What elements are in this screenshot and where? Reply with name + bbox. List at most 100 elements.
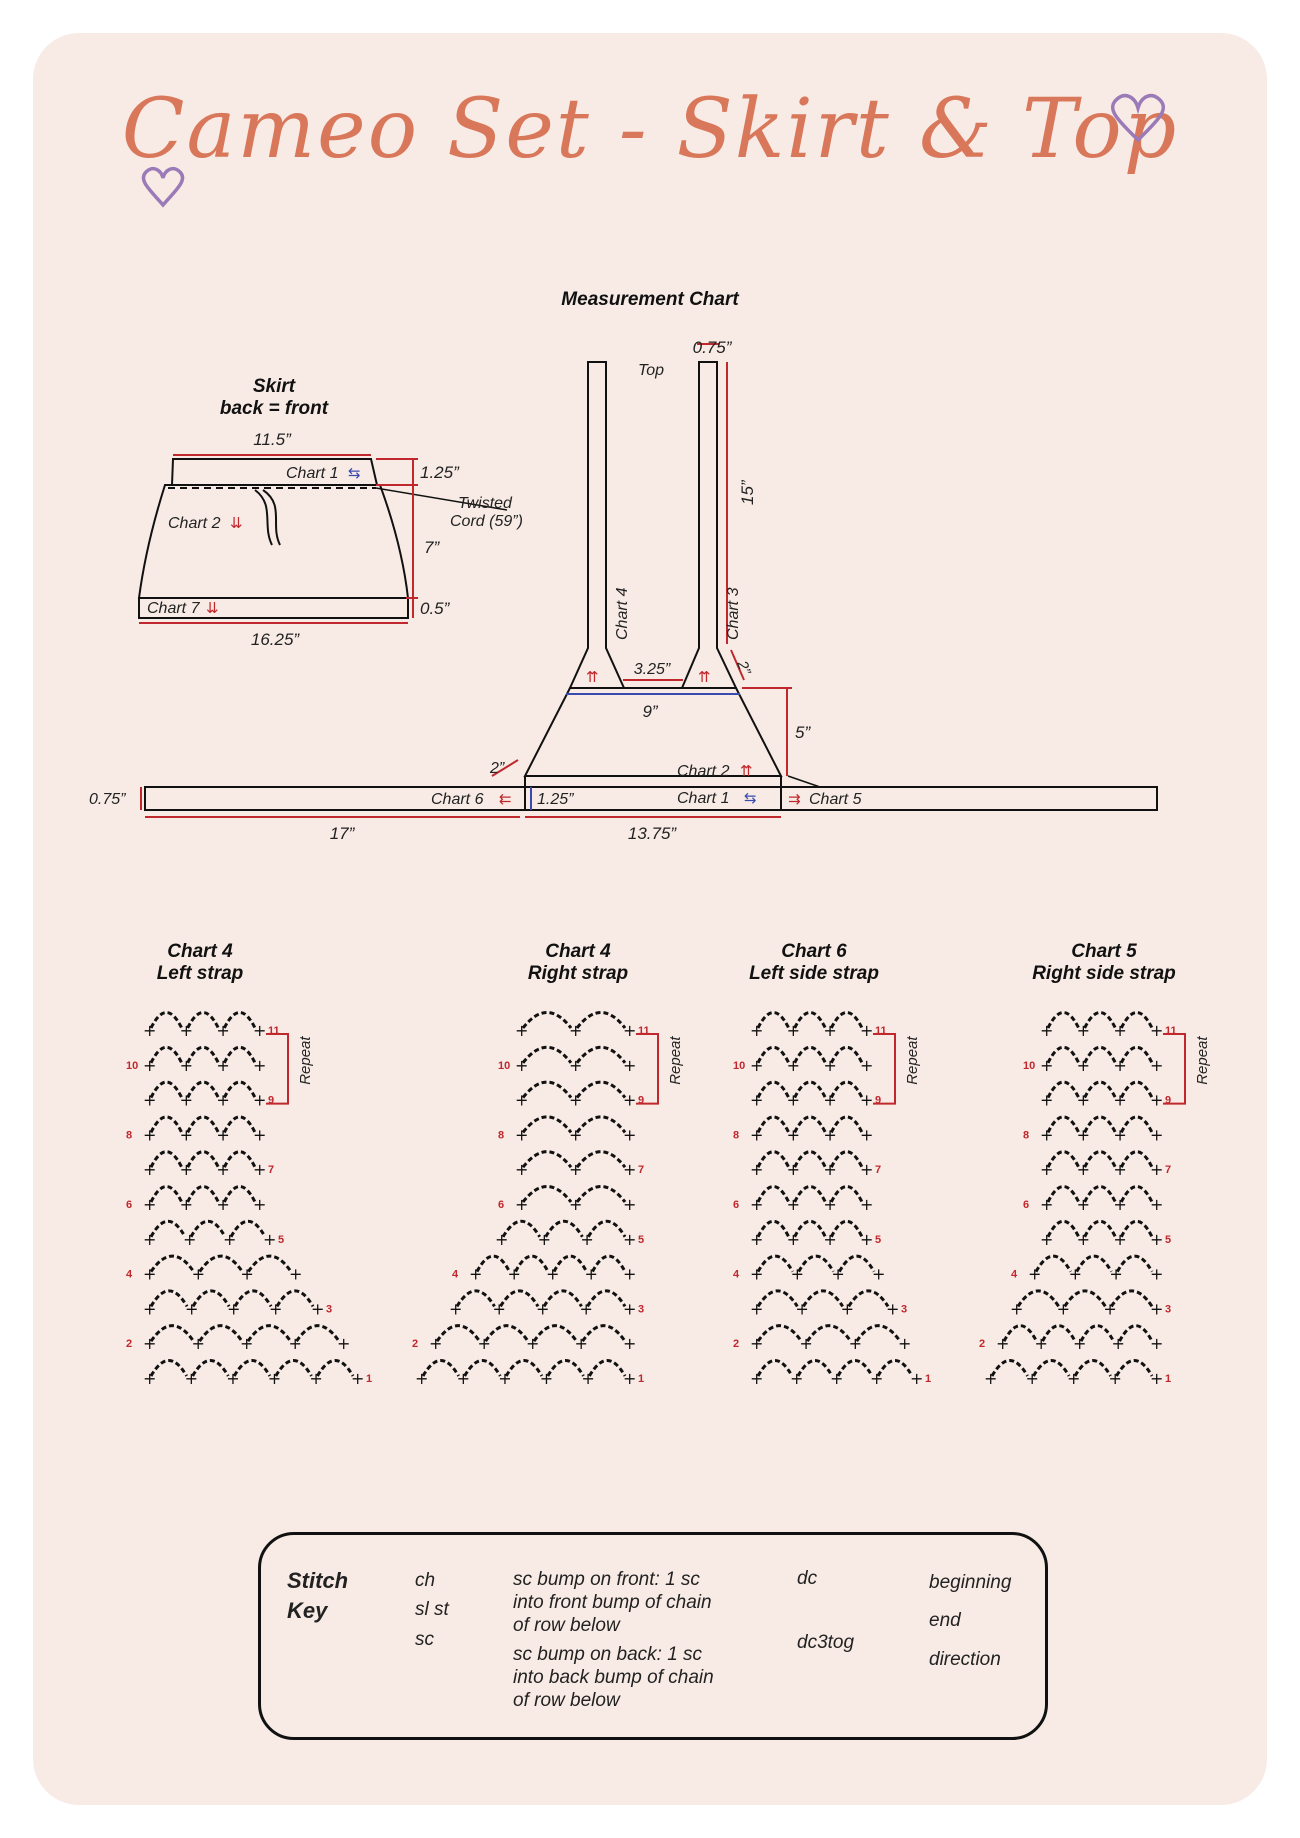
chain-arc xyxy=(575,1080,627,1099)
chain-arc xyxy=(793,1011,827,1029)
row-number: 5 xyxy=(278,1234,284,1246)
measurement-heading: Measurement Chart xyxy=(561,289,739,310)
row-number: 11 xyxy=(268,1025,280,1037)
sc-stitch: + xyxy=(569,1195,582,1214)
chain-arc xyxy=(990,1359,1029,1377)
sc-stitch: + xyxy=(1109,1265,1122,1284)
sc-stitch: + xyxy=(870,1369,883,1388)
chain-arc xyxy=(1119,1080,1154,1099)
sc-stitch: + xyxy=(575,1334,588,1353)
sc-stitch: + xyxy=(1077,1195,1090,1214)
chain-arc xyxy=(222,1150,257,1168)
chart-c-subtitle: Left side strap xyxy=(749,963,879,984)
row-number: 11 xyxy=(1165,1025,1177,1037)
row-number: 1 xyxy=(1165,1373,1171,1385)
sc-stitch: + xyxy=(860,1160,873,1179)
sc-stitch: + xyxy=(791,1265,804,1284)
repeat-label: Repeat xyxy=(1194,1036,1211,1085)
key-back-line1: sc bump on back: 1 sc xyxy=(513,1644,703,1665)
row-number: 2 xyxy=(733,1338,739,1350)
stitch-key: Stitch Key ch sl st sc sc bump on front:… xyxy=(258,1532,1048,1740)
chain-arc xyxy=(1046,1185,1081,1203)
right-arrow-icon: ⇉ xyxy=(788,791,801,808)
top-chart3: Chart 3 xyxy=(725,587,742,640)
sc-stitch: + xyxy=(1040,1021,1053,1040)
skirt-title: Skirt xyxy=(253,376,296,397)
chain-arc xyxy=(1046,1045,1081,1064)
row-number: 8 xyxy=(126,1129,132,1141)
sc-stitch: + xyxy=(787,1056,800,1075)
chain-arc xyxy=(274,1359,313,1377)
sc-stitch: + xyxy=(1150,1125,1163,1144)
row-number: 9 xyxy=(268,1095,274,1107)
top-chart4: Chart 4 xyxy=(614,587,631,640)
chain-arc xyxy=(275,1289,315,1308)
chain-arc xyxy=(232,1359,272,1377)
row-number: 5 xyxy=(638,1234,644,1246)
chart-a-subtitle: Left strap xyxy=(157,963,244,984)
sc-stitch: + xyxy=(823,1091,836,1110)
chain-arc xyxy=(756,1150,791,1168)
strap-length: 15” xyxy=(738,479,757,505)
sc-stitch: + xyxy=(623,1369,636,1388)
row-number: 2 xyxy=(979,1338,985,1350)
row-number: 10 xyxy=(126,1060,138,1072)
sc-stitch: + xyxy=(886,1299,899,1318)
sc-stitch: + xyxy=(860,1195,873,1214)
chain-arc xyxy=(455,1289,496,1308)
chain-arc xyxy=(521,1185,573,1203)
repeat-label: Repeat xyxy=(667,1036,684,1085)
sc-stitch: + xyxy=(143,1021,156,1040)
sc-stitch: + xyxy=(841,1299,854,1318)
sc-stitch: + xyxy=(1077,1160,1090,1179)
chain-arc xyxy=(855,1324,902,1343)
sc-stitch: + xyxy=(289,1265,302,1284)
top-left-length: 17” xyxy=(330,824,356,843)
chart-b-title: Chart 4 xyxy=(545,941,611,962)
sc-stitch: + xyxy=(823,1021,836,1040)
row-number: 10 xyxy=(733,1060,745,1072)
row-number: 3 xyxy=(638,1303,644,1315)
chain-arc xyxy=(1118,1324,1154,1342)
chain-arc xyxy=(1083,1080,1117,1099)
chain-arc xyxy=(1083,1011,1117,1029)
chain-arc xyxy=(149,1150,184,1168)
sc-stitch: + xyxy=(1026,1369,1039,1388)
sc-stitch: + xyxy=(860,1091,873,1110)
chain-arc xyxy=(756,1080,791,1099)
up-arrows-icon: ⇈ xyxy=(586,669,599,686)
chain-arc xyxy=(876,1359,914,1377)
blue-direction-icon: ⇆ xyxy=(744,790,757,807)
top-upper-width: 9” xyxy=(642,702,658,721)
row-number: 8 xyxy=(1023,1129,1029,1141)
row-number: 2 xyxy=(126,1338,132,1350)
sc-stitch: + xyxy=(216,1021,229,1040)
sc-stitch: + xyxy=(1077,1091,1090,1110)
sc-stitch: + xyxy=(787,1160,800,1179)
sc-stitch: + xyxy=(1040,1195,1053,1214)
sc-stitch: + xyxy=(515,1125,528,1144)
chain-arc xyxy=(189,1219,227,1238)
sc-stitch: + xyxy=(623,1265,636,1284)
chain-arc xyxy=(793,1115,827,1134)
sc-stitch: + xyxy=(1113,1195,1126,1214)
chart-b-subtitle: Right strap xyxy=(528,963,628,984)
sc-stitch: + xyxy=(750,1091,763,1110)
sc-stitch: + xyxy=(185,1299,198,1318)
chain-arc xyxy=(186,1080,220,1099)
skirt-chart1: Chart 1 xyxy=(286,465,338,482)
sc-stitch: + xyxy=(309,1369,322,1388)
sc-stitch: + xyxy=(216,1056,229,1075)
chain-arc xyxy=(1016,1289,1060,1308)
sc-stitch: + xyxy=(263,1230,276,1249)
sc-stitch: + xyxy=(623,1160,636,1179)
sc-stitch: + xyxy=(515,1160,528,1179)
sc-stitch: + xyxy=(849,1334,862,1353)
chain-arc xyxy=(756,1045,791,1064)
chain-arc xyxy=(575,1045,627,1064)
chain-arc xyxy=(247,1254,293,1273)
sc-stitch: + xyxy=(823,1125,836,1144)
chain-arc xyxy=(191,1289,231,1308)
sc-stitch: + xyxy=(1113,1056,1126,1075)
